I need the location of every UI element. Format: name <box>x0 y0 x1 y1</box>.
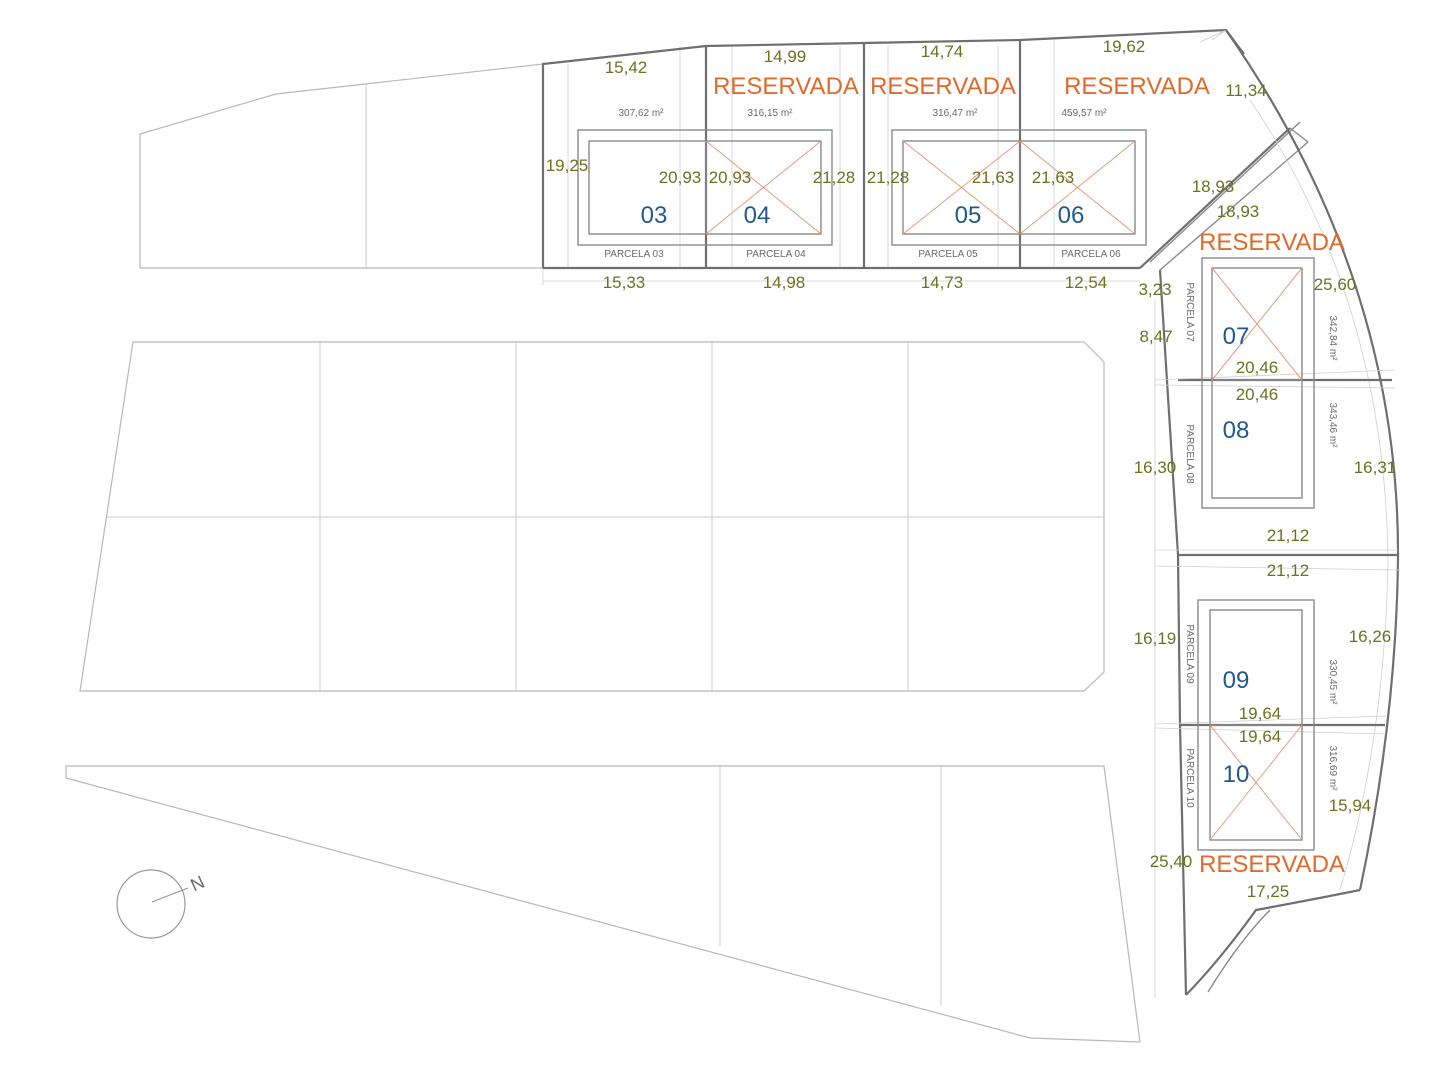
dim-mid-06: 21,63 <box>1032 168 1075 187</box>
dim-bot-04: 14,98 <box>763 273 806 292</box>
dim-mid-05b: 21,63 <box>972 168 1015 187</box>
upper-left-block <box>139 63 544 269</box>
right-parcels <box>1139 29 1401 998</box>
area-label-06: 459,57 m² <box>1061 108 1107 119</box>
dim-diag-b: 18,93 <box>1217 202 1260 221</box>
north-label: N <box>187 872 207 896</box>
parcel-number-04: 04 <box>744 202 771 229</box>
area-label-10: 316,69 m² <box>1327 745 1338 791</box>
dim-bot-03: 15,33 <box>603 273 646 292</box>
area-label-03: 307,62 m² <box>618 108 664 119</box>
dim-side-06: 11,34 <box>1225 81 1266 100</box>
parcel-number-03: 03 <box>641 202 668 229</box>
dim-top-05: 14,74 <box>921 42 964 61</box>
reserved-labels: RESERVADA RESERVADA RESERVADA RESERVADA … <box>713 73 1345 878</box>
dim-right-10: 15,94 <box>1329 796 1372 815</box>
area-label-04: 316,15 m² <box>747 108 793 119</box>
area-label-07: 342,84 m² <box>1327 315 1338 361</box>
dim-mid-04b: 21,28 <box>813 168 856 187</box>
dim-diag-a: 18,93 <box>1192 177 1235 196</box>
area-label-08: 343,46 m² <box>1327 402 1338 448</box>
reserved-label-10: RESERVADA <box>1199 851 1345 878</box>
parcel-number-10: 10 <box>1223 761 1250 788</box>
dim-corner: 3,23 <box>1138 280 1171 299</box>
parcel-label-06: PARCELA 06 <box>1061 249 1121 260</box>
north-arrow: N <box>116 869 208 939</box>
parcel-label-10: PARCELA 10 <box>1184 748 1195 808</box>
dim-div-910b: 19,64 <box>1239 727 1282 746</box>
dim-div-89a: 21,12 <box>1267 526 1310 545</box>
parcel-number-07: 07 <box>1223 323 1250 350</box>
parcel-label-07: PARCELA 07 <box>1184 282 1195 342</box>
dim-div-89b: 21,12 <box>1267 561 1310 580</box>
parcel-number-06: 06 <box>1058 202 1085 229</box>
dim-top-04: 14,99 <box>764 47 807 66</box>
dim-mid-04a: 20,93 <box>709 168 752 187</box>
dim-top-06: 19,62 <box>1103 37 1146 56</box>
parcel-label-09: PARCELA 09 <box>1184 624 1195 684</box>
central-block <box>79 341 1105 692</box>
dim-left-03: 19,25 <box>546 156 589 175</box>
dim-left-09: 16,19 <box>1134 629 1177 648</box>
parcel-numbers: 03 04 05 06 07 08 09 10 <box>641 202 1250 788</box>
dim-top-03: 15,42 <box>605 58 648 77</box>
dim-right-08: 16,31 <box>1354 458 1397 477</box>
reserved-label-07: RESERVADA <box>1199 229 1345 256</box>
parcel-number-08: 08 <box>1223 417 1250 444</box>
reserved-label-04: RESERVADA <box>713 73 859 100</box>
parcel-label-04: PARCELA 04 <box>746 249 806 260</box>
parcel-number-05: 05 <box>955 202 982 229</box>
parcel-label-08: PARCELA 08 <box>1184 424 1195 484</box>
dim-mid-05a: 21,28 <box>867 168 910 187</box>
reserved-label-05: RESERVADA <box>870 73 1016 100</box>
dim-bot-10: 17,25 <box>1247 882 1290 901</box>
area-labels: 307,62 m² 316,15 m² 316,47 m² 459,57 m² … <box>618 108 1338 791</box>
top-parcels <box>541 28 1245 285</box>
parcel-label-05: PARCELA 05 <box>918 249 978 260</box>
parcel-label-03: PARCELA 03 <box>604 249 664 260</box>
parcel-labels: PARCELA 03 PARCELA 04 PARCELA 05 PARCELA… <box>604 249 1195 808</box>
dim-div-910a: 19,64 <box>1239 704 1282 723</box>
dim-left-08: 16,30 <box>1134 458 1177 477</box>
dim-mid-03: 20,93 <box>659 168 702 187</box>
dim-left-07: 8,47 <box>1139 327 1172 346</box>
dim-left-10: 25,40 <box>1150 852 1193 871</box>
dim-div-78b: 20,46 <box>1236 385 1279 404</box>
north-arrow-pointer <box>151 887 189 903</box>
area-label-05: 316,47 m² <box>932 108 978 119</box>
dimension-labels: 15,42 14,99 14,74 19,62 11,34 19,25 20,9… <box>546 37 1397 901</box>
dim-right-07: 25,60 <box>1314 275 1357 294</box>
area-label-09: 330,45 m² <box>1327 659 1338 705</box>
parcel-number-09: 09 <box>1223 667 1250 694</box>
dim-bot-06: 12,54 <box>1065 273 1108 292</box>
dim-div-78a: 20,46 <box>1236 358 1279 377</box>
dim-right-09: 16,26 <box>1349 627 1392 646</box>
north-arrow-circle <box>116 869 186 939</box>
lower-block <box>65 765 1141 1043</box>
reserved-label-06: RESERVADA <box>1064 73 1210 100</box>
dim-bot-05: 14,73 <box>921 273 964 292</box>
